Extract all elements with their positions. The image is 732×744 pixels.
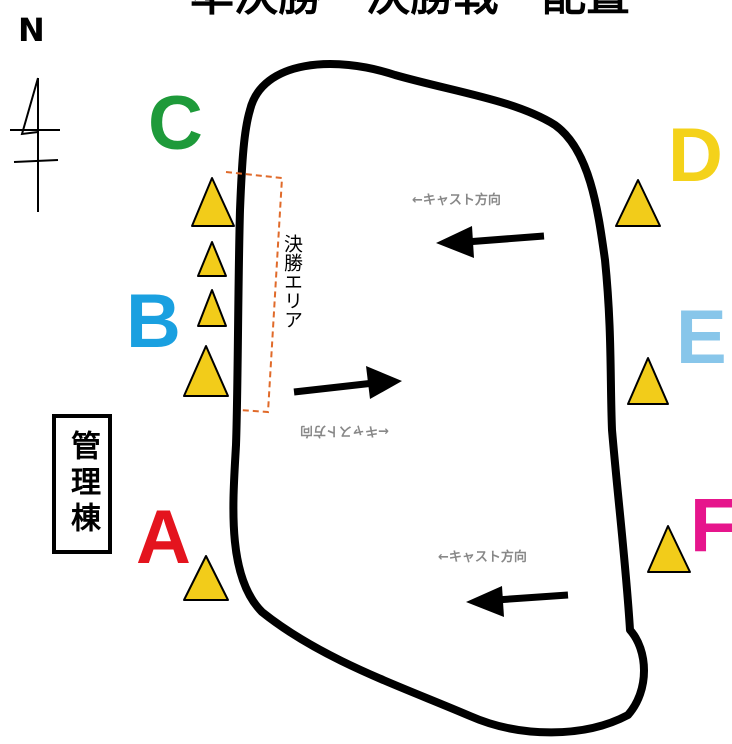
arrow-icon (293, 366, 402, 399)
cast-direction-label: ←キャスト方向 (300, 423, 389, 438)
management-building-label: 管理棟 (65, 430, 100, 538)
final-area-boundary (225, 171, 284, 414)
zone-label-f: F (690, 483, 732, 568)
page-title: 準決勝・決勝戦 配置 (190, 0, 630, 18)
final-area-label: 決勝エリア (281, 234, 303, 329)
cast-direction-label: ←キャスト方向 (412, 193, 501, 208)
zone-label-e: E (676, 295, 727, 380)
arrow-icon (436, 226, 545, 258)
traffic-cone-icon (197, 241, 227, 277)
management-building: 管理棟 (52, 414, 112, 554)
north-arrow-icon (10, 77, 60, 212)
north-label: N (18, 11, 45, 49)
traffic-cone-icon (647, 525, 691, 573)
traffic-cone-icon (627, 357, 669, 405)
zone-label-a: A (136, 495, 191, 580)
traffic-cone-icon (183, 555, 229, 601)
cast-direction-label: ←キャスト方向 (438, 550, 527, 565)
traffic-cone-icon (615, 179, 661, 227)
traffic-cone-icon (197, 289, 227, 327)
traffic-cone-icon (191, 177, 235, 227)
zone-label-d: D (668, 113, 723, 198)
pond-outline (229, 60, 648, 737)
traffic-cone-icon (183, 345, 229, 397)
arrow-icon (466, 586, 569, 617)
zone-label-c: C (148, 81, 203, 166)
zone-label-b: B (126, 279, 181, 364)
